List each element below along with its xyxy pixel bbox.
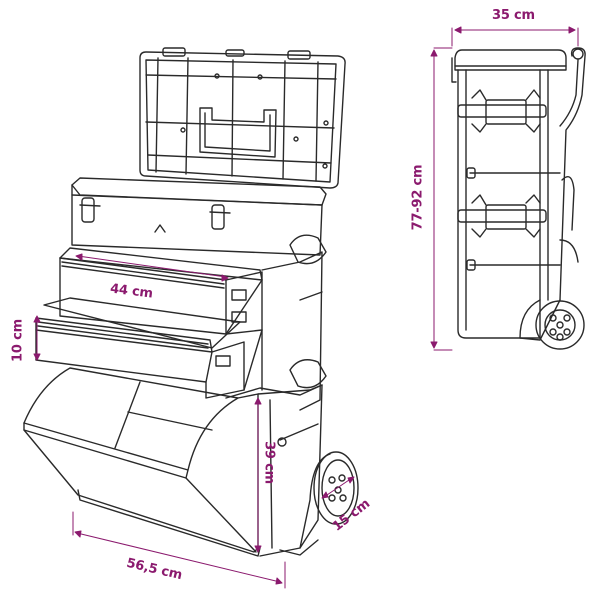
dimension-drawer-height: 10 cm: [10, 319, 26, 362]
drawer-bottom: [35, 297, 263, 399]
trolley-frame: [257, 384, 359, 557]
dimension-height-range: 77-92 cm: [410, 164, 426, 231]
dimension-bin-height: 39 cm: [261, 441, 277, 484]
drawer-top: [59, 247, 263, 335]
front-view: [23, 47, 359, 557]
tilt-bin: [23, 367, 261, 557]
wheel-front: [313, 451, 359, 525]
open-lid: [139, 47, 346, 189]
dimension-side-width: 35 cm: [492, 8, 535, 23]
chest-body-side: [225, 251, 327, 411]
wheel-side: [535, 300, 585, 350]
dimension-lines: [33, 26, 579, 589]
side-view: [451, 47, 586, 350]
top-tray-box: [71, 177, 327, 265]
